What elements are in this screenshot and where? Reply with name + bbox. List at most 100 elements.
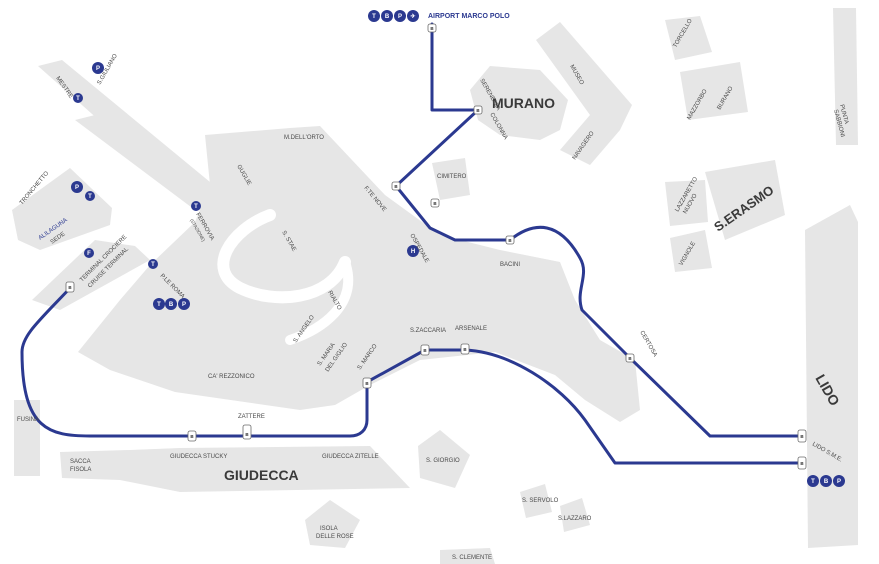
label-bacini: BACINI [500, 262, 520, 268]
stop-certosa[interactable]: B [625, 353, 635, 363]
label-punta-sabbioni-1: PUNTA [838, 104, 849, 125]
stop-s-zaccaria[interactable]: B [420, 344, 430, 356]
svg-text:B: B [190, 434, 194, 439]
svg-text:✈: ✈ [410, 13, 415, 20]
label-ca-rezzonico: CA' REZZONICO [208, 374, 255, 380]
tronchetto-island [12, 168, 112, 250]
tronchetto-icons: P T T F T [71, 181, 201, 269]
svg-text:B: B [824, 479, 829, 485]
svg-text:P: P [837, 479, 841, 485]
serasmo-island [705, 160, 785, 240]
label-s-zaccaria: S.ZACCARIA [410, 328, 446, 334]
stop-giudecca-stucky[interactable]: B [187, 430, 197, 442]
svg-text:T: T [372, 14, 376, 20]
murano-label: MURANO [492, 95, 555, 111]
svg-text:P: P [398, 14, 402, 20]
train-icon [191, 201, 201, 211]
parking-icon [394, 10, 406, 22]
svg-text:B: B [365, 381, 369, 386]
sservolo-island [520, 484, 552, 518]
giudecca-island [60, 446, 410, 492]
label-giudecca-zitelle: GIUDECCA ZITELLE [322, 454, 379, 460]
svg-text:P: P [75, 185, 79, 191]
label-isola-rose-2: DELLE ROSE [316, 534, 354, 540]
parking-icon [92, 62, 104, 74]
stop-arsenale[interactable]: B [460, 343, 470, 355]
stop-bacini[interactable]: B [505, 235, 515, 245]
bus-icon [381, 10, 393, 22]
svg-text:H: H [411, 249, 415, 255]
hospital-icon [407, 245, 419, 257]
bus-icon [820, 475, 832, 487]
ple-roma-icons: T B P [153, 298, 190, 310]
torcello-island [665, 16, 712, 60]
svg-text:T: T [194, 204, 198, 210]
route-layer [20, 22, 802, 465]
label-m-dellorto: M.DELL'ORTO [284, 135, 324, 141]
label-isola-rose-1: ISOLA [320, 526, 338, 532]
sgiuliano-icons: P T [73, 62, 104, 103]
train-icon [73, 93, 83, 103]
label-giudecca-stucky: GIUDECCA STUCKY [170, 454, 227, 460]
label-sacca-fisola-2: FISOLA [70, 467, 91, 473]
svg-text:B: B [394, 184, 398, 189]
stop-cruise-terminal[interactable]: B [65, 281, 75, 293]
stop-ospedale[interactable]: B [430, 198, 440, 208]
stop-s-marco[interactable]: B [362, 377, 372, 389]
stop-airport[interactable]: B [427, 23, 437, 33]
stop-lido-1[interactable]: B [797, 429, 807, 443]
svg-text:T: T [88, 194, 92, 200]
stop-murano-colonna[interactable]: B [473, 105, 483, 115]
svg-text:B: B [245, 432, 249, 437]
stop-zattere[interactable]: B [242, 424, 252, 440]
svg-text:B: B [423, 348, 427, 353]
label-sacca-fisola-1: SACCA [70, 459, 91, 465]
lido-island [805, 205, 858, 548]
murano-island [470, 66, 568, 140]
label-zattere: ZATTERE [238, 414, 265, 420]
label-certosa: CERTOSA [638, 330, 658, 358]
svg-text:P: P [182, 302, 186, 308]
label-s-giorgio: S. GIORGIO [426, 458, 460, 464]
label-fusina: FUSINA [17, 417, 39, 423]
taxi-icon [153, 298, 165, 310]
svg-text:B: B [169, 302, 174, 308]
airport-label: AIRPORT MARCO POLO [428, 13, 510, 20]
label-s-servolo: S. SERVOLO [522, 498, 559, 504]
mazzorbo-island [680, 62, 748, 120]
stop-markers: B B B B B B B B B B B B B B [65, 23, 807, 470]
cruise-terminal-land [32, 240, 150, 310]
taxi-icon [368, 10, 380, 22]
vignole-island [670, 230, 712, 272]
svg-text:B: B [476, 108, 480, 113]
svg-text:F: F [87, 251, 91, 257]
train-icon [148, 259, 158, 269]
svg-text:B: B [430, 26, 434, 31]
route-lido-south [20, 284, 802, 465]
label-s-clemente: S. CLEMENTE [452, 555, 492, 561]
cimitero-island [432, 158, 470, 200]
svg-text:B: B [800, 434, 804, 439]
svg-text:T: T [811, 479, 815, 485]
svg-text:B: B [68, 285, 72, 290]
label-s-lazzaro: S.LAZZARO [558, 516, 592, 522]
slazzaro-island [560, 498, 590, 532]
land-layer [12, 8, 858, 564]
taxi-icon [807, 475, 819, 487]
ospedale-badge: H [407, 245, 419, 257]
bus-icon [165, 298, 177, 310]
isola-rose-island [305, 500, 360, 548]
svg-text:B: B [508, 238, 512, 243]
ferry-icon [84, 248, 94, 258]
lazzaretto-island [665, 180, 708, 226]
stop-lido-2[interactable]: B [797, 456, 807, 470]
airport-icons: T B P ✈ [368, 10, 419, 22]
stop-fte-nove[interactable]: B [391, 181, 401, 191]
svg-text:B: B [433, 201, 437, 206]
parking-icon [71, 181, 83, 193]
label-arsenale: ARSENALE [455, 326, 487, 332]
fusina-land [14, 400, 40, 476]
train-icon [85, 191, 95, 201]
giudecca-label: GIUDECCA [224, 467, 299, 483]
